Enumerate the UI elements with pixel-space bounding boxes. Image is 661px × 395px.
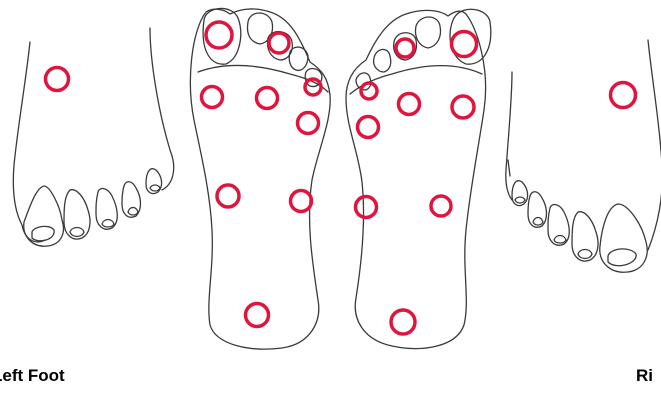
right-dorsal-toenail-5	[515, 197, 525, 203]
left-dorsal-medial-outline	[13, 42, 45, 242]
site-left-midfoot-medial	[217, 185, 239, 207]
site-right-big-toe	[452, 32, 477, 57]
site-right-met-1	[452, 96, 474, 118]
left-dorsal-toenail-3	[102, 220, 114, 228]
left-dorsal-big-toe	[24, 186, 64, 246]
left-dorsal-toe-2	[64, 190, 90, 239]
right-dorsal-toenail-2	[578, 250, 592, 259]
site-left-dorsal	[46, 68, 69, 91]
right-dorsal-medial-outline	[648, 40, 661, 250]
site-right-midfoot-lateral	[356, 197, 377, 218]
left-dorsal-lateral-outline	[150, 28, 174, 190]
site-left-heel	[246, 304, 269, 327]
site-left-toe-3	[269, 33, 289, 53]
right-sole-toe-2	[416, 17, 441, 48]
right-sole-toe-crease	[350, 66, 482, 94]
site-right-toe-3	[396, 39, 414, 57]
site-right-met-3	[399, 94, 420, 115]
right-sole-toe-4	[374, 49, 391, 72]
right-dorsal-toe-2	[572, 212, 598, 261]
left-dorsal-toenail-5	[150, 185, 160, 191]
left-sole-big-toe	[203, 8, 241, 64]
right-dorsal-toe-4	[528, 192, 547, 228]
right-dorsal-toenail-3	[554, 236, 566, 244]
site-right-met-4	[358, 117, 379, 138]
left-dorsal-toenail-2	[70, 228, 84, 237]
site-left-midfoot-lateral	[291, 191, 312, 212]
site-left-met-4	[298, 113, 319, 134]
right-foot-dorsal-view	[506, 40, 661, 272]
site-right-dorsal	[611, 83, 636, 108]
site-left-met-1	[202, 87, 223, 108]
site-right-midfoot-medial	[431, 196, 451, 216]
right-sole-outline	[346, 10, 486, 348]
left-dorsal-toenail-4	[128, 208, 138, 216]
test-sites	[46, 22, 636, 334]
right-foot-plantar-view	[346, 9, 491, 348]
right-dorsal-toenail-4	[533, 218, 543, 226]
site-right-met-5	[361, 83, 377, 99]
right-dorsal-lateral-outline	[506, 72, 512, 200]
right-dorsal-toe-5	[512, 181, 528, 206]
left-dorsal-big-toenail	[32, 226, 54, 240]
right-foot-label: Ri	[636, 366, 653, 386]
right-dorsal-big-toenail	[608, 249, 636, 266]
site-right-heel	[391, 310, 415, 334]
left-foot-label: Left Foot	[0, 366, 65, 386]
site-left-big-toe	[206, 22, 232, 48]
left-foot-plantar-view	[190, 8, 330, 349]
site-left-met-3	[257, 88, 278, 109]
right-dorsal-mark	[508, 160, 510, 176]
left-foot-dorsal-view	[13, 28, 173, 246]
right-dorsal-big-toe	[600, 204, 647, 272]
